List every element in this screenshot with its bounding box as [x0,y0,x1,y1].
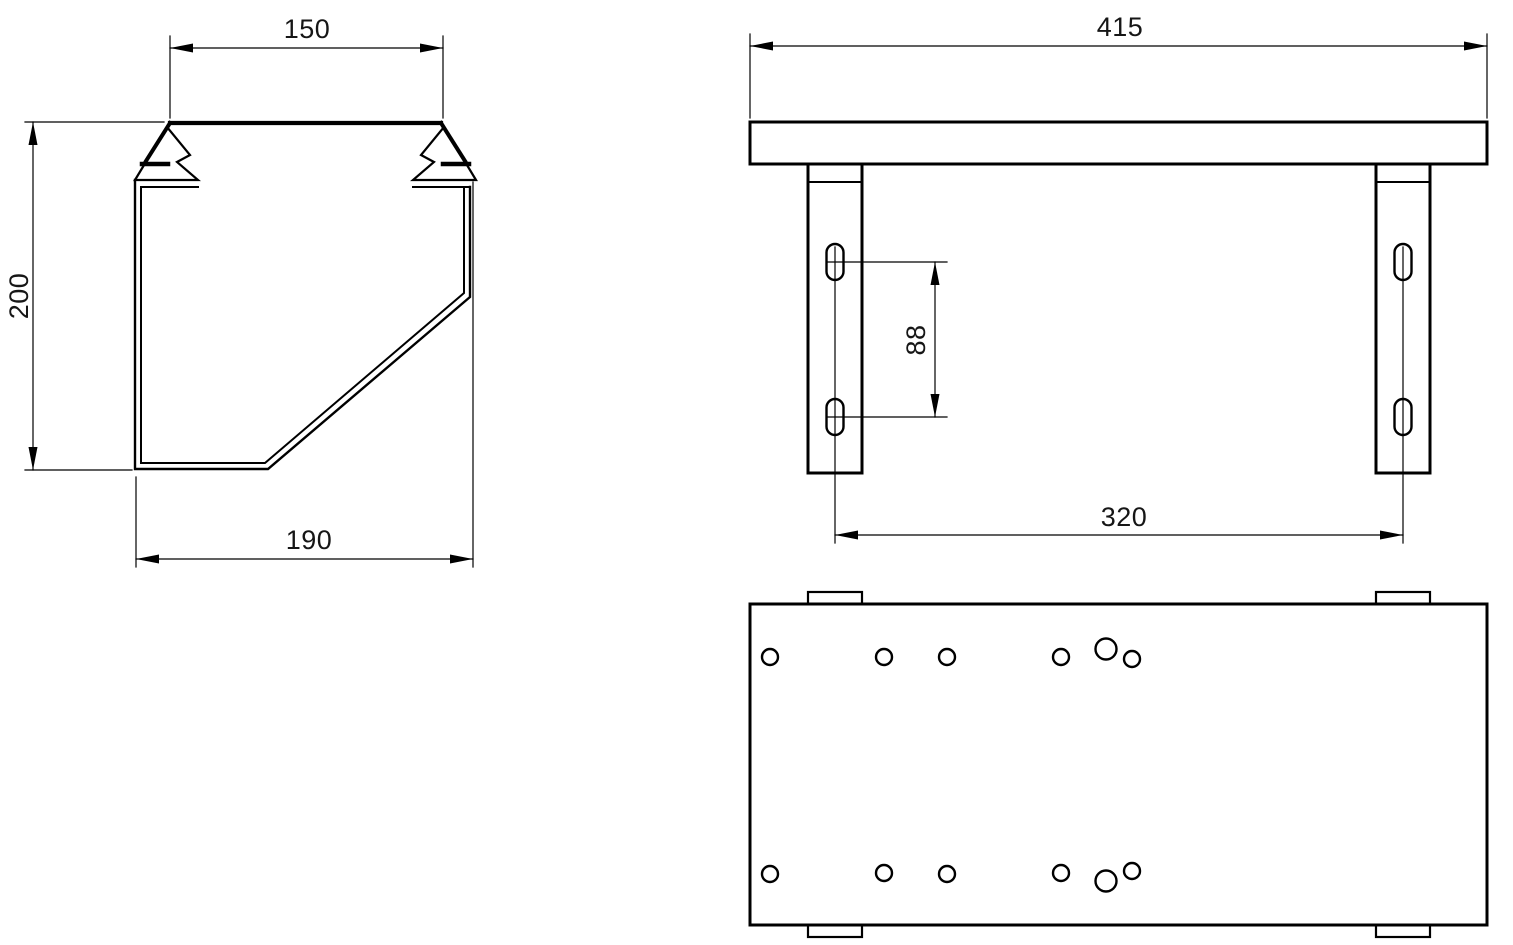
profile-wall-outer [133,178,472,471]
dim-label-profile-top-width: 150 [283,14,331,44]
arrowhead [835,530,858,540]
arrowhead [420,43,443,53]
top-view [748,590,1489,939]
front-view [748,120,1489,544]
dim-label-profile-bottom-width: 190 [285,525,333,555]
profile-left-clip [133,120,201,188]
dimension-200 [24,121,165,471]
dimension-320 [834,530,1404,540]
tab-bottom-left [806,923,864,939]
dimension-88 [827,261,948,418]
hole-row-lower [760,861,1142,893]
dim-label-front-slot-pitch: 88 [901,324,931,356]
dimension-415 [749,33,1488,119]
tab-top-left [806,590,864,606]
dimension-190 [135,181,474,568]
profile-section-view [133,120,478,471]
arrowhead [1464,41,1487,51]
tab-top-right [1374,590,1432,606]
arrowhead [170,43,193,53]
arrowhead [930,262,940,285]
hole-row-upper [760,637,1142,669]
dimension-150 [169,35,444,119]
dim-label-front-leg-pitch: 320 [1100,502,1148,532]
profile-right-clip [410,120,478,188]
arrowhead [450,554,473,564]
profile-wall-inner [140,186,465,464]
tab-bottom-right [1374,923,1432,939]
arrowhead [930,394,940,417]
top-view-plate [748,602,1489,927]
front-rail [748,120,1489,166]
arrowhead [1380,530,1403,540]
arrowhead [750,41,773,51]
arrowhead [28,122,38,145]
arrowhead [28,447,38,470]
dim-label-front-total-width: 415 [1096,12,1144,42]
dim-label-profile-height: 200 [4,272,34,320]
arrowhead [136,554,159,564]
